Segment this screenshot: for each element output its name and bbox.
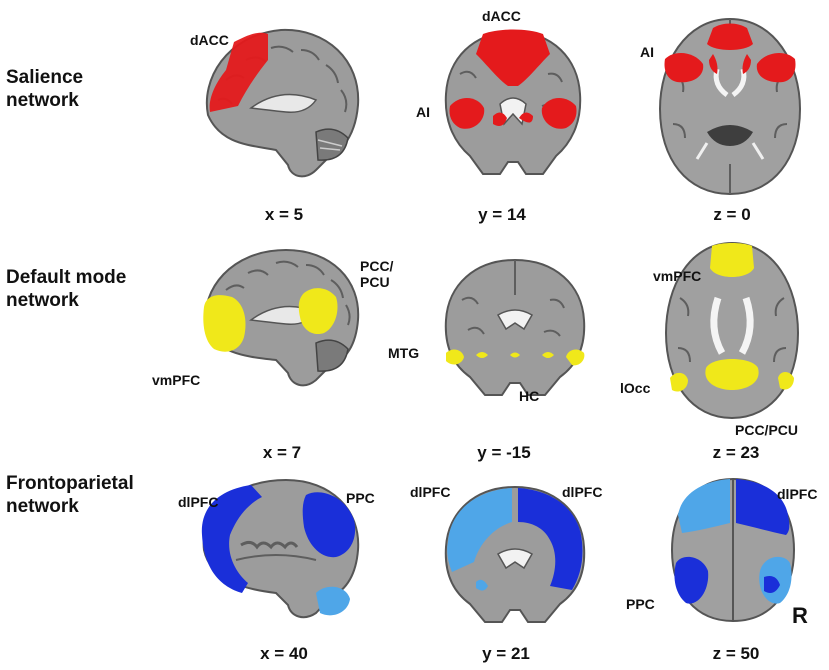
dmn-vmpfc-region [203,295,246,352]
coord-fpn-y: y = 21 [482,644,530,663]
fpn-coronal-right-region [518,488,583,590]
label-salience-coronal-dacc: dACC [482,8,521,24]
label-fpn-axial-ppc: PPC [626,596,655,612]
label-fpn-sagittal-ppc: PPC [346,490,375,506]
label-dmn-axial-pcc: PCC/PCU [735,422,799,438]
coord-dmn-x: x = 7 [262,443,302,462]
fpn-coronal-slice [444,485,586,623]
label-fpn-coronal-dlpfc-left: dlPFC [410,484,451,500]
orientation-marker-r: R [792,603,808,628]
coord-salience-z: z = 0 [713,205,751,224]
label-dmn-coronal-mtg: MTG [388,345,420,361]
salience-sagittal-slice [205,28,360,178]
dmn-axial-pcc-region [705,359,759,390]
coord-fpn-x: x = 40 [260,644,308,663]
salience-coronal-dacc-region [476,29,550,86]
label-salience-axial-ai: AI [640,44,654,60]
salience-coronal-slice [444,29,582,175]
dmn-mtg-left [446,349,464,365]
salience-axial-slice [658,17,802,196]
coord-fpn-z: z = 50 [712,644,760,663]
salience-coronal-ai-right [541,97,577,129]
salience-coronal-ai-left [449,97,485,129]
label-dmn-axial-vmpfc: vmPFC [653,268,702,284]
coord-salience-y: y = 14 [478,205,526,224]
fpn-axial-left-ppc-region [674,556,709,604]
dmn-hc-right [542,352,554,358]
dmn-axial-slice [664,241,800,420]
fpn-sagittal-dlpfc-region [201,485,262,593]
fpn-sagittal-cerebellum-region [316,586,350,616]
label-fpn-coronal-dlpfc-right: dlPFC [562,484,603,500]
salience-axial-ai-left [664,52,704,83]
dmn-coronal-slice [444,258,586,396]
fpn-sagittal-ppc-region [302,492,356,558]
dmn-pcc-region [298,288,338,335]
label-dmn-axial-locc: lOcc [620,380,651,396]
label-fpn-axial-dlpfc: dlPFC [777,486,818,502]
fpn-axial-left-dlpfc-region [678,479,730,533]
label-dmn-coronal-hc: HC [519,388,540,404]
dmn-hc-left [476,352,488,358]
label-salience-sagittal-dacc: dACC [190,32,229,48]
dmn-axial-locc-region [670,372,688,392]
label-dmn-sagittal-pcc: PCC/PCU [360,258,394,290]
dmn-mtg-right [566,349,585,366]
salience-dacc-region [209,32,268,112]
fpn-axial-slice [670,477,796,623]
coord-salience-x: x = 5 [264,205,304,224]
dmn-sagittal-slice [203,248,360,387]
fpn-axial-right-dlpfc-region [736,479,790,535]
salience-axial-ai-right [756,52,796,83]
coord-dmn-z: z = 23 [712,443,760,462]
label-salience-coronal-ai: AI [416,104,430,120]
salience-axial-acc-region [707,23,753,50]
label-dmn-sagittal-vmpfc: vmPFC [152,372,201,388]
dmn-axial-vmpfc-region [710,243,754,277]
coord-dmn-y: y = -15 [477,443,531,462]
label-fpn-sagittal-dlpfc: dlPFC [178,494,219,510]
fpn-sagittal-slice [201,478,360,619]
fpn-coronal-left-region [447,488,512,572]
